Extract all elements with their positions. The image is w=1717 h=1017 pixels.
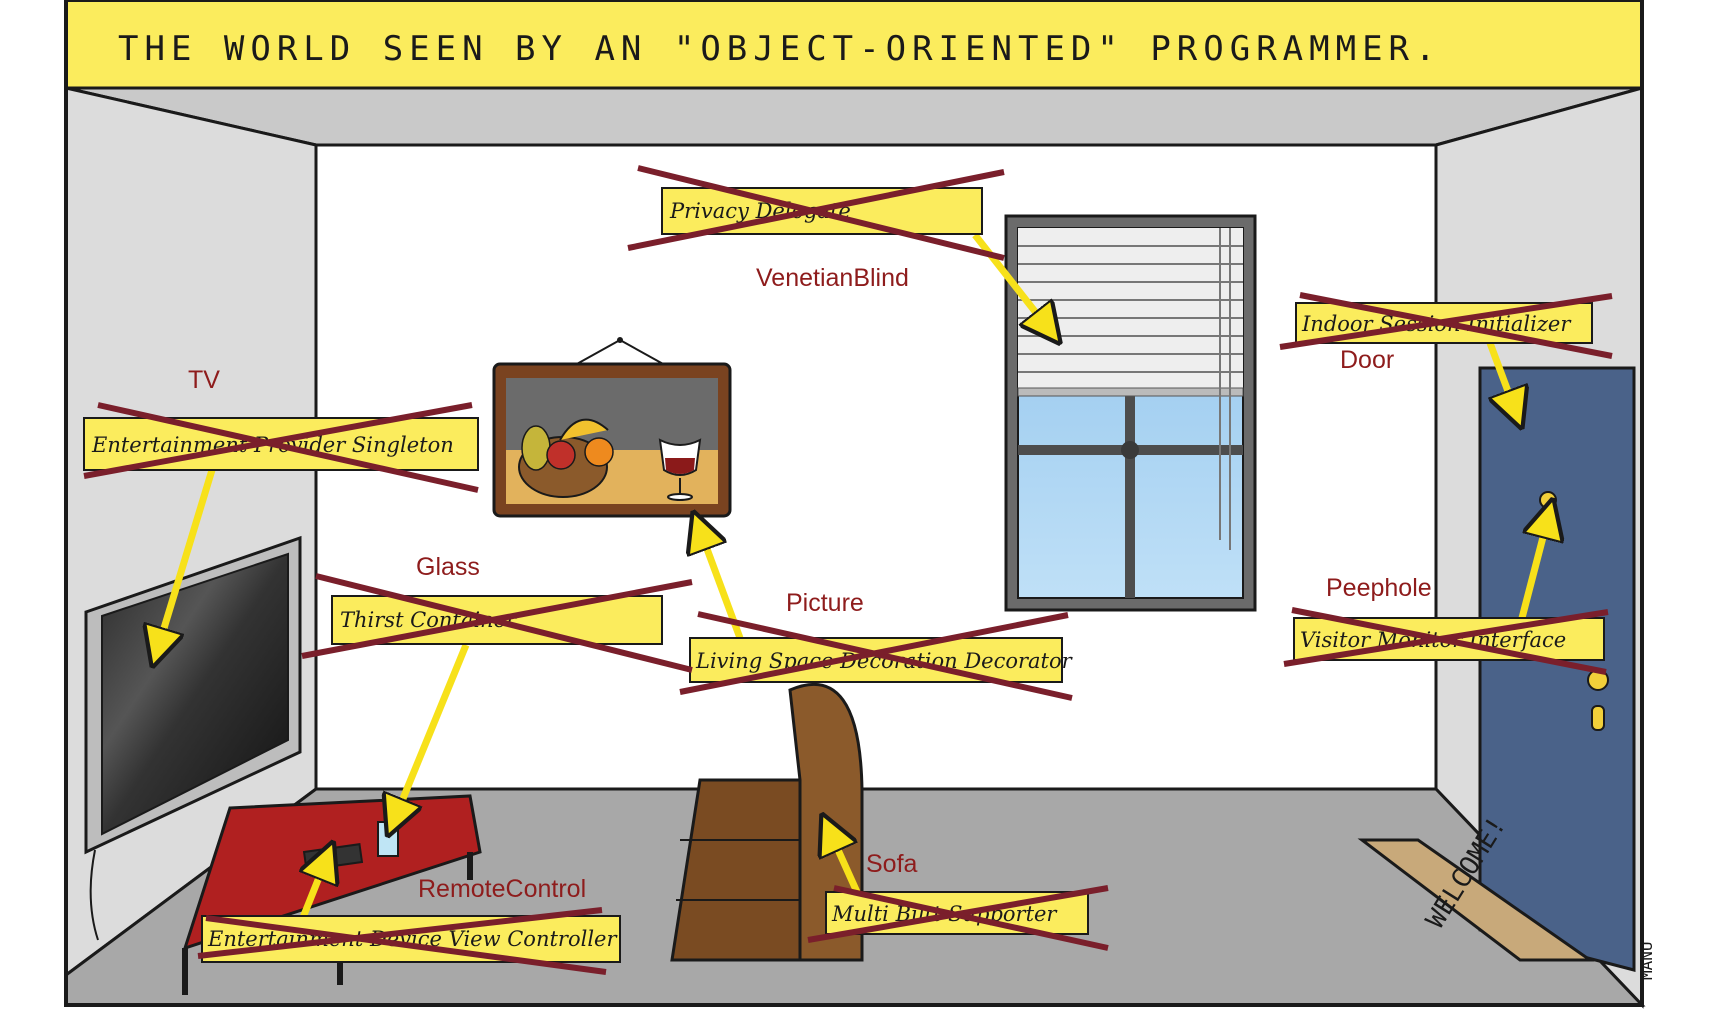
- arrow-tv: [158, 468, 216, 648]
- window: [1004, 214, 1257, 612]
- labels: TV Picture VenetianBlind Door Glass Peep…: [188, 264, 1432, 903]
- title-banner: THE WORLD SEEN BY AN "OBJECT-ORIENTED" P…: [64, 0, 1644, 90]
- label-door: Door: [1340, 346, 1394, 374]
- arrows: [158, 232, 1548, 922]
- arrow-peephole: [1518, 518, 1548, 619]
- note-peephole: Visitor Monitor Interface: [1283, 607, 1609, 675]
- note-sofa: Multi Butt Supporter: [807, 885, 1109, 951]
- arrow-door: [1486, 341, 1515, 410]
- label-tv: TV: [188, 366, 220, 394]
- label-peephole: Peephole: [1326, 574, 1432, 602]
- arrow-venetian-blind: [972, 232, 1048, 328]
- note-glass: Thirst Container: [301, 573, 693, 673]
- arrow-glass: [395, 643, 470, 818]
- label-remote-control: RemoteControl: [418, 875, 586, 903]
- arrow-remote-control: [302, 860, 326, 922]
- picture: [492, 337, 732, 518]
- label-glass: Glass: [416, 553, 480, 581]
- glass: [377, 821, 399, 857]
- note-venetian-blind: Privacy Delegate: [627, 165, 1005, 261]
- back-wall: [314, 143, 1438, 791]
- label-venetian-blind: VenetianBlind: [756, 264, 909, 292]
- peephole: [1539, 491, 1557, 509]
- artist-signature: MANU: [1637, 941, 1656, 980]
- door: [1478, 366, 1636, 972]
- ceiling: [65, 86, 1643, 147]
- note-door: Indoor Session Initializer: [1279, 292, 1613, 359]
- comic-title: THE WORLD SEEN BY AN "OBJECT-ORIENTED" P…: [118, 29, 1442, 69]
- note-remote-control: Entertainment Device View Controller: [197, 907, 621, 975]
- note-tv: Entertainment Provider Singleton: [83, 402, 479, 493]
- label-picture: Picture: [786, 589, 864, 617]
- label-sofa: Sofa: [866, 850, 918, 878]
- note-picture: Living Space Decoration Decorator: [679, 611, 1074, 701]
- door-lock: [1591, 705, 1605, 731]
- arrow-sofa: [830, 832, 861, 894]
